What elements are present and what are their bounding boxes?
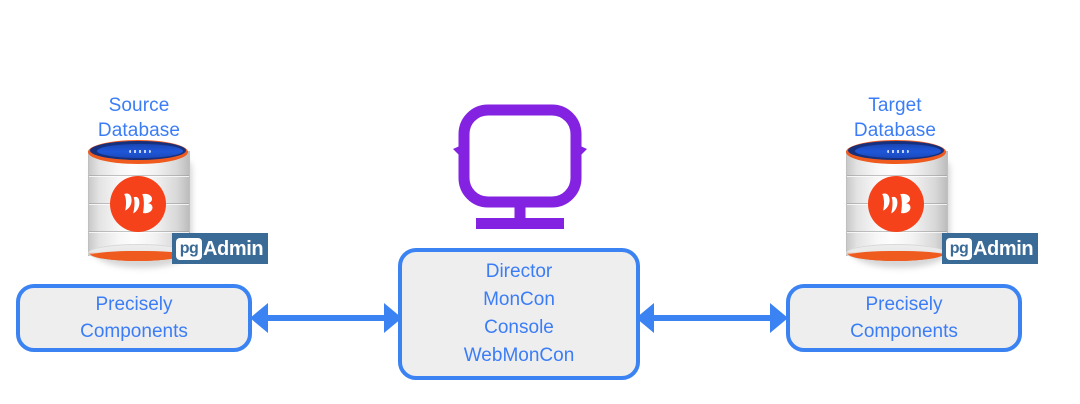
cylinder-top-rim — [846, 140, 946, 164]
right-bidirectional-arrow — [636, 303, 788, 333]
cylinder-top-dots — [887, 150, 909, 153]
cylinder-top-disc — [855, 144, 941, 158]
cylinder-bottom-rim — [846, 244, 946, 262]
cylinder-bottom-rim — [88, 244, 188, 262]
arrow-shaft — [652, 315, 772, 321]
cylinder-top-disc — [97, 144, 183, 158]
center-box-line1: Director — [485, 261, 553, 282]
target-precisely-components-line1: Precisely — [865, 294, 943, 315]
monitor-icon — [440, 100, 600, 235]
arrow-head-left-icon — [250, 303, 268, 333]
pgadmin-prefix-text: pg — [949, 239, 969, 257]
arrow-head-left-icon — [636, 303, 654, 333]
cylinder-top-inner — [90, 141, 186, 160]
pgadmin-prefix-text: pg — [179, 239, 199, 257]
cylinder-top-rim — [88, 140, 188, 164]
target-database-label-line2: Database — [853, 120, 937, 141]
edb-logo — [868, 176, 924, 232]
source-pgadmin-badge: pg Admin — [172, 233, 269, 264]
target-precisely-components-line2: Components — [850, 321, 958, 342]
pgadmin-pg-tile: pg — [176, 237, 202, 260]
target-database-label-line1: Target — [868, 95, 922, 116]
arrow-head-right-icon — [770, 303, 788, 333]
cylinder-bottom-arc — [89, 251, 187, 261]
pgadmin-suffix-text: Admin — [973, 237, 1034, 260]
cylinder-top-inner — [848, 141, 944, 160]
source-database-label-line1: Source — [108, 95, 170, 116]
target-database-label: Target Database — [800, 68, 990, 168]
center-box-line2: MonCon — [483, 289, 555, 310]
arrow-head-right-icon — [384, 303, 402, 333]
pgadmin-suffix-text: Admin — [203, 237, 264, 260]
cylinder-band — [89, 175, 189, 176]
target-database-cylinder — [846, 140, 950, 268]
arrow-shaft — [266, 315, 386, 321]
source-precisely-components-line1: Precisely — [95, 294, 173, 315]
source-database-label-line2: Database — [97, 120, 181, 141]
center-director-box[interactable]: Director MonCon Console WebMonCon — [398, 248, 640, 380]
target-precisely-components-box[interactable]: Precisely Components — [786, 284, 1022, 352]
center-box-line3: Console — [484, 317, 554, 338]
target-pgadmin-badge: pg Admin — [942, 233, 1039, 264]
pgadmin-pg-tile: pg — [946, 237, 972, 260]
source-precisely-components-line2: Components — [80, 321, 188, 342]
left-bidirectional-arrow — [250, 303, 402, 333]
source-precisely-components-box[interactable]: Precisely Components — [16, 284, 252, 352]
source-database-label: Source Database — [44, 68, 234, 168]
edb-logo — [110, 176, 166, 232]
source-database-cylinder — [88, 140, 192, 268]
cylinder-bottom-arc — [847, 251, 945, 261]
center-box-line4: WebMonCon — [463, 345, 575, 366]
cylinder-top-dots — [129, 150, 151, 153]
cylinder-band — [847, 175, 947, 176]
